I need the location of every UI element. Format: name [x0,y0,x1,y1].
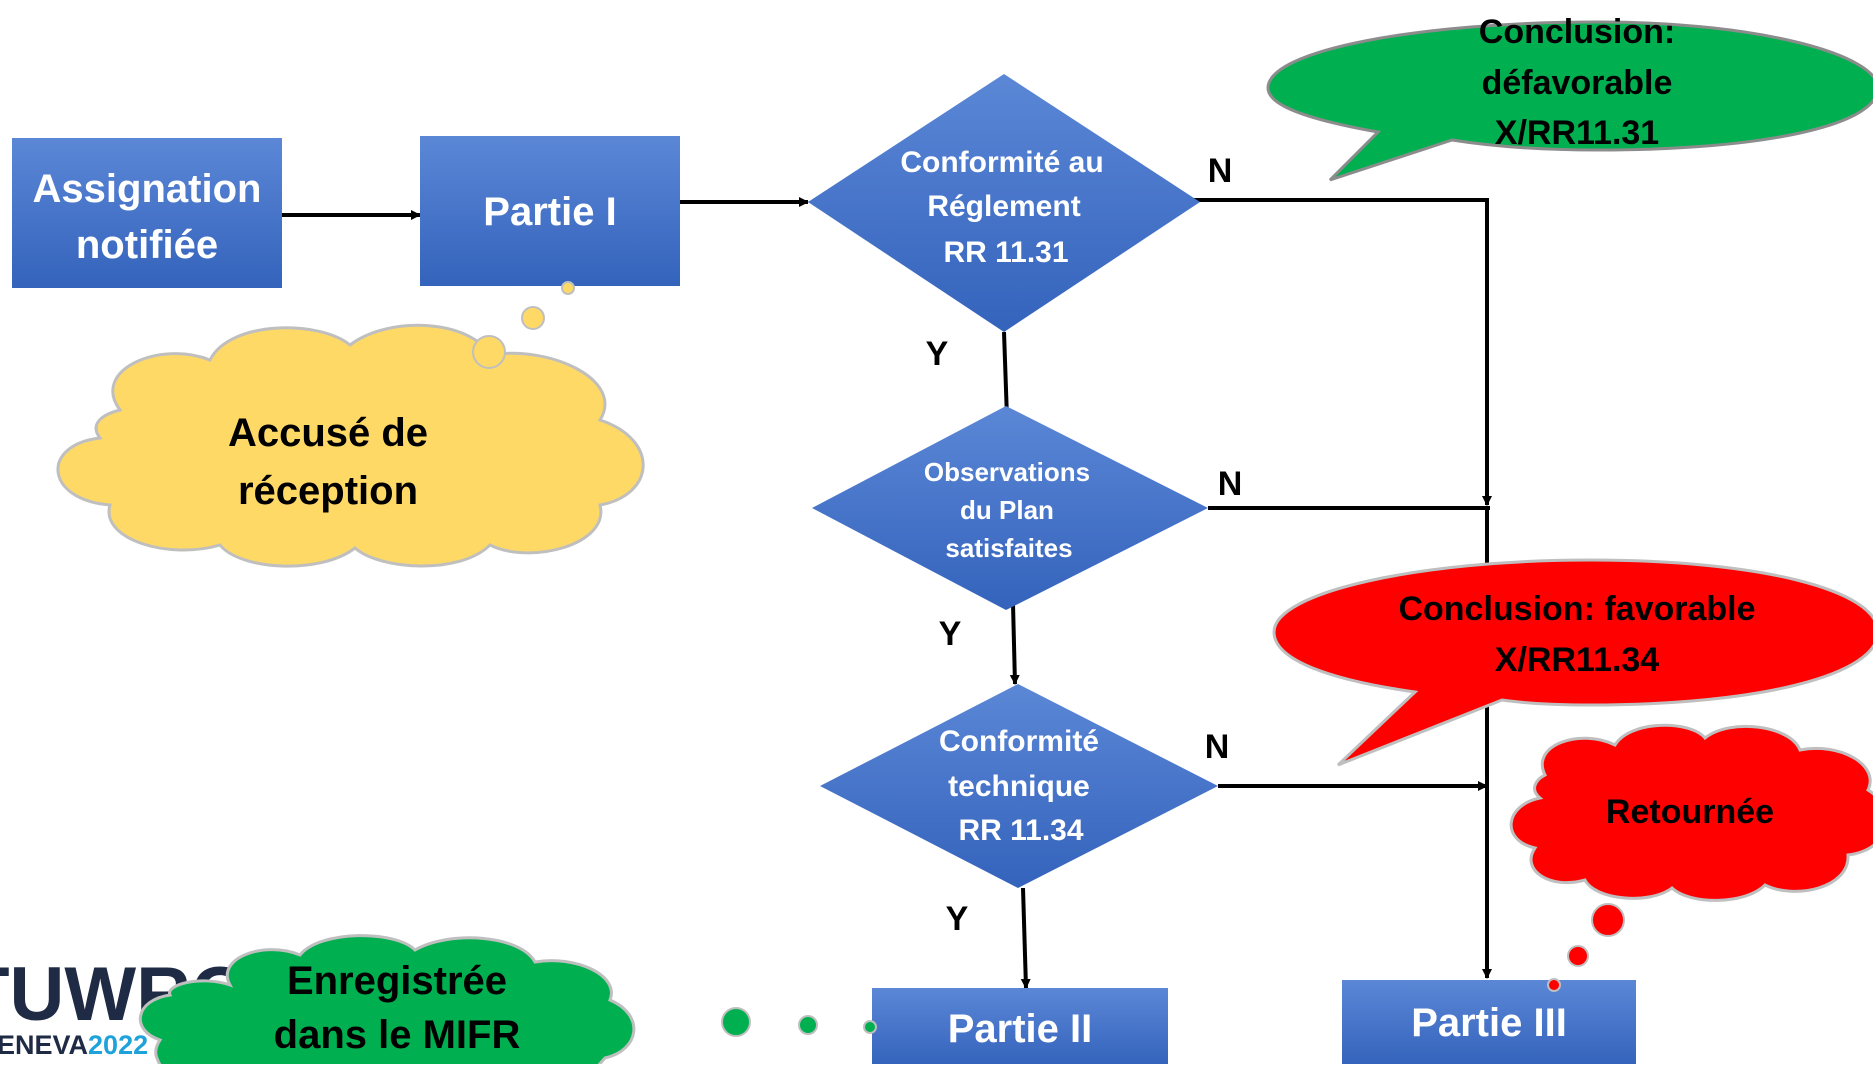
arrow-reglement-to-plan [1001,331,1012,419]
logo-sub-year: 2022 [88,1030,148,1060]
arrow-reglement-no [1188,198,1492,506]
decision-reglement-line-1: Conformité au [900,146,1103,179]
box-partie-2-label: Partie II [948,1007,1093,1051]
box-partie-3-label: Partie III [1411,1001,1567,1045]
cloud-retournee: Retournée [1509,723,1873,992]
logo-sub-text: GENEVA2022 [0,1030,148,1060]
cloud-enregistree: Enregistrée dans le MIFR [138,934,877,1069]
label-no-technique: N [1205,728,1230,766]
cloud-accuse-line-2: réception [238,469,418,513]
callout-favorable-line-1: Conclusion: favorable [1398,590,1755,628]
callout-favorable: Conclusion: favorable X/RR11.34 [1272,558,1873,767]
label-yes-technique: Y [946,900,969,938]
logo-sub-prefix: GENEVA [0,1030,88,1060]
box-assignation-line-2: notifiée [76,223,218,267]
box-assignation: Assignation notifiée [12,138,282,288]
cloud-enregistree-line-1: Enregistrée [287,959,507,1003]
decision-plan-line-2: du Plan [960,495,1054,525]
decision-technique-line-3: RR 11.34 [958,814,1083,847]
decision-plan-line-1: Observations [924,457,1090,487]
connectors [276,197,1492,989]
box-partie-2: Partie II [872,988,1168,1066]
callout-favorable-line-2: X/RR11.34 [1495,641,1660,679]
cloud-accuse: Accusé de réception [56,281,645,568]
cloud-retournee-label: Retournée [1606,793,1774,831]
label-no-reglement: N [1208,152,1233,190]
label-no-plan: N [1218,465,1243,503]
label-yes-reglement: Y [926,335,949,373]
decision-technique-line-2: technique [948,770,1090,803]
callout-defavorable-line-1: Conclusion: [1479,13,1675,51]
callout-defavorable: Conclusion: défavorable X/RR11.31 [1266,13,1873,182]
decision-technique-line-1: Conformité [939,725,1099,758]
decision-plan: Observations du Plan satisfaites [812,406,1208,610]
callout-defavorable-line-2: défavorable [1482,64,1673,102]
decision-reglement-line-3: RR 11.31 [943,236,1068,269]
decision-plan-line-3: satisfaites [945,533,1072,563]
cloud-enregistree-line-2: dans le MIFR [274,1013,521,1057]
box-assignation-line-1: Assignation [33,167,262,211]
label-yes-plan: Y [939,615,962,653]
arrow-plan-to-technique [1009,603,1020,685]
cloud-accuse-line-1: Accusé de [228,411,428,455]
box-partie-1: Partie I [420,136,680,286]
arrow-technique-to-partie2 [1020,887,1031,989]
callout-defavorable-line-3: X/RR11.31 [1495,114,1659,152]
decision-reglement: Conformité au Réglement RR 11.31 [808,74,1200,332]
decision-technique: Conformité technique RR 11.34 [820,684,1218,888]
box-partie-3: Partie III [1342,980,1636,1066]
decision-reglement-line-2: Réglement [927,190,1080,223]
box-partie-1-label: Partie I [483,190,616,234]
